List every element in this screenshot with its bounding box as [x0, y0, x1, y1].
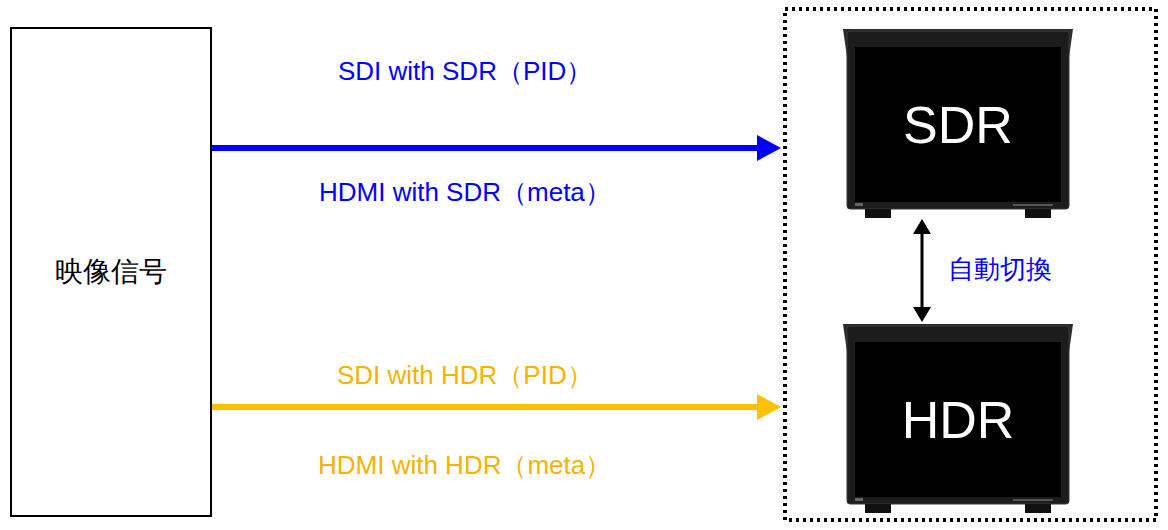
monitor-screen-area: HDR	[855, 342, 1061, 497]
connector-line	[921, 232, 924, 309]
edge-label: 自動切換	[948, 254, 1052, 285]
arrow-head	[757, 135, 781, 161]
connector-line	[212, 145, 759, 151]
monitor-screen	[855, 47, 1061, 202]
signal-box: 映像信号	[10, 27, 212, 517]
edge-label: SDI with SDR（PID）	[338, 56, 592, 87]
monitor-node: SDR	[783, 27, 1073, 219]
monitor-foot	[1025, 504, 1051, 513]
edge-label: SDI with HDR（PID）	[337, 360, 593, 391]
arrow-head	[913, 307, 931, 322]
monitor-buttons	[1013, 499, 1053, 501]
connector	[913, 219, 931, 322]
screen-label: SDR	[903, 95, 1013, 155]
connector-line	[212, 404, 759, 410]
monitor-logo	[855, 498, 863, 501]
signal-label: HDMI with HDR（meta）	[318, 450, 611, 481]
arrow-head	[757, 394, 781, 420]
connector	[212, 394, 781, 420]
screen-label: HDR	[902, 390, 1015, 450]
monitor-logo	[855, 203, 863, 206]
monitor-foot	[865, 504, 891, 513]
monitor-foot	[865, 209, 891, 218]
monitor-body	[847, 31, 1069, 209]
monitor-screen	[855, 342, 1061, 497]
monitor-buttons	[1013, 204, 1053, 206]
monitor-body	[847, 326, 1069, 504]
box-label: 映像信号	[55, 253, 167, 291]
monitor-node: HDR	[783, 322, 1073, 514]
signal-label: HDMI with SDR（meta）	[319, 177, 611, 208]
monitor-screen-area: SDR	[855, 47, 1061, 202]
monitor-foot	[1025, 209, 1051, 218]
arrow-head	[913, 219, 931, 234]
dotted-region	[785, 9, 1156, 520]
connector	[212, 135, 781, 161]
